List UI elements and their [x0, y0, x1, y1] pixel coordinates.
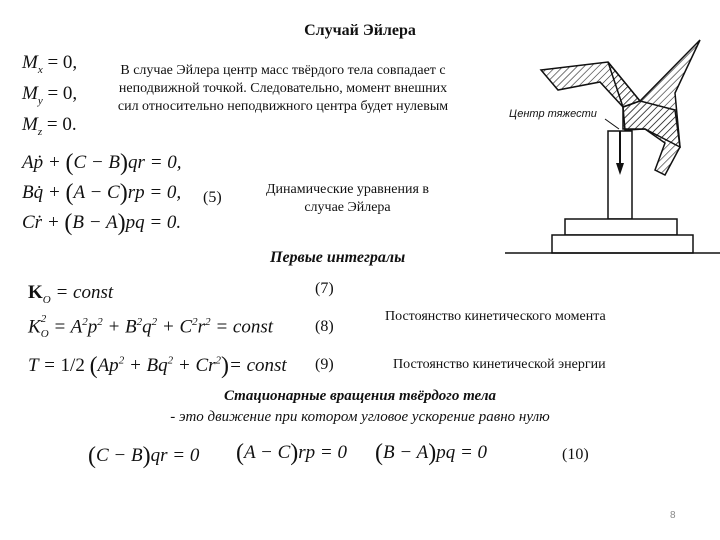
moment-sub: y [37, 94, 43, 107]
stationary-eq-2: (A − C)rp = 0 [236, 440, 347, 466]
eq-tail: rp = 0, [127, 182, 182, 203]
moment-rhs: = 0, [47, 52, 78, 73]
eq-paren: A − C [73, 182, 120, 203]
euler-top-diagram: Центр тяжести [495, 35, 720, 255]
stationary-definition: - это движение при котором угловое ускор… [170, 409, 550, 425]
equation-number-9: (9) [315, 356, 334, 373]
eq-tail: qr = 0 [150, 445, 200, 466]
equation-number-7: (7) [315, 280, 334, 297]
stationary-heading: Стационарные вращения твёрдого тела [223, 388, 497, 404]
eq-tail: rp = 0 [298, 442, 347, 463]
rigid-body-on-pedestal-illustration: Центр тяжести [505, 39, 720, 254]
stationary-eq-1: (C − B)qr = 0 [88, 443, 200, 469]
eq-paren: C − B [96, 445, 143, 466]
eq-tail: pq = 0 [436, 442, 488, 463]
moment-rhs: = 0, [47, 82, 78, 104]
slide-title: Случай Эйлера [304, 22, 416, 39]
eq-paren: B − A [72, 212, 118, 233]
moment-symbol: M [22, 82, 38, 104]
moment-rhs: = 0. [46, 113, 77, 135]
integral-formula-9: T = 1/2 (Ap2 + Bq2 + Cr2)= const [28, 353, 287, 379]
moment-eq-z: Mz = 0. [22, 115, 77, 138]
moment-eq-y: My = 0, [22, 84, 77, 107]
eq-lead: Cṙ + [22, 212, 65, 233]
dynamic-eq-2: Bq̇ + (A − C)rp = 0, [22, 180, 182, 206]
moment-equations: Mx = 0, My = 0, Mz = 0. [22, 53, 77, 137]
moment-symbol: M [22, 52, 38, 73]
integral-formula-7: KO = const [28, 282, 114, 306]
dynamic-equations: Aṗ + (C − B)qr = 0, Bq̇ + (A − C)rp = 0,… [22, 151, 182, 235]
eq-paren: C − B [73, 152, 121, 173]
moment-sub: x [37, 63, 43, 76]
moments-explanation: В случае Эйлера центр масс твёрдого тела… [117, 63, 449, 114]
moment-sub: z [37, 125, 43, 138]
center-of-gravity-label: Центр тяжести [509, 108, 597, 120]
moment-eq-x: Mx = 0, [22, 53, 77, 76]
dynamic-eq-1: Aṗ + (C − B)qr = 0, [22, 150, 182, 176]
integral-caption-8: Постоянство кинетического момента [385, 309, 606, 324]
stationary-eq-3: (B − A)pq = 0 [375, 440, 488, 466]
dynamic-eq-3: Cṙ + (B − A)pq = 0. [22, 210, 182, 236]
eq-paren: A − C [244, 442, 291, 463]
page-number: 8 [670, 510, 676, 521]
dynamics-caption: Динамические уравнения в случае Эйлера [266, 182, 429, 215]
eq-lead: Bq̇ + [22, 182, 66, 203]
equation-number-5: (5) [203, 189, 222, 206]
eq-tail: pq = 0. [125, 212, 182, 233]
eq-tail: qr = 0, [128, 152, 182, 173]
moment-symbol: M [22, 113, 38, 135]
integral-caption-9: Постоянство кинетической энергии [393, 357, 606, 372]
equation-number-8: (8) [315, 318, 334, 335]
eq-paren: B − A [383, 442, 429, 463]
eq-lead: Aṗ + [22, 152, 66, 173]
first-integrals-heading: Первые интегралы [270, 249, 406, 266]
equation-number-10: (10) [562, 446, 589, 463]
